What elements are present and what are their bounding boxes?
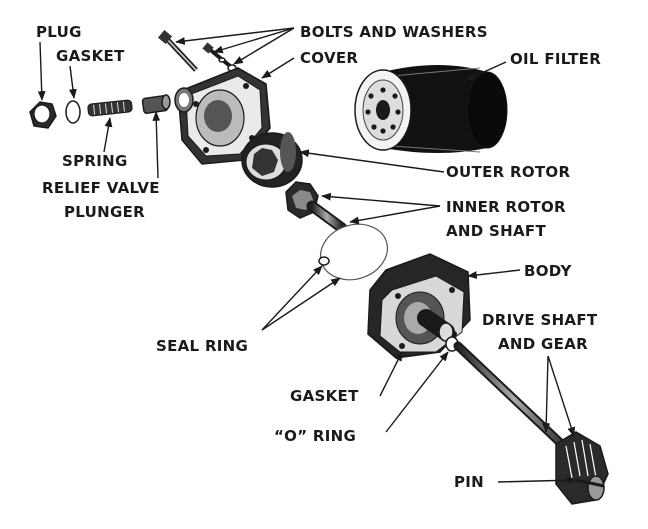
label-gasket-top: GASKET (56, 47, 125, 65)
seal-ring-small-part (318, 256, 330, 266)
leader-bolts-2 (213, 27, 295, 54)
leader-seal-ring-2 (261, 277, 341, 331)
body-part (367, 253, 471, 359)
drive-shaft-and-gear-part (453, 341, 609, 505)
cover-part (174, 67, 271, 165)
leader-plug (37, 41, 46, 101)
label-and-gear: AND GEAR (498, 335, 588, 353)
label-outer-rotor: OUTER ROTOR (446, 163, 570, 181)
leader-o-ring (385, 351, 449, 433)
plug-part (29, 101, 57, 129)
label-o-ring: “O” RING (274, 427, 356, 445)
label-body: BODY (524, 262, 572, 280)
label-inner-rotor: INNER ROTOR (446, 198, 566, 216)
label-pin: PIN (454, 473, 484, 491)
bolts-and-washers-part (157, 29, 237, 72)
gasket-top-part (65, 100, 81, 124)
leader-pin (497, 476, 577, 485)
oil-filter-part (354, 65, 508, 153)
leader-bolts-3 (233, 27, 295, 65)
label-and-shaft: AND SHAFT (446, 222, 546, 240)
relief-valve-plunger-part (141, 94, 171, 114)
label-spring: SPRING (62, 152, 128, 170)
label-oil-filter: OIL FILTER (510, 50, 601, 68)
leader-cover (261, 57, 295, 79)
leader-outer-rotor (299, 149, 445, 173)
leader-drive-shaft-2 (547, 355, 576, 437)
label-drive-shaft: DRIVE SHAFT (482, 311, 598, 329)
label-cover: COVER (300, 49, 358, 67)
leader-oil-filter (465, 61, 507, 81)
leader-spring (103, 117, 113, 153)
label-gasket-bottom: GASKET (290, 387, 359, 405)
leader-inner-rotor-1 (321, 192, 441, 207)
label-plug: PLUG (36, 23, 82, 41)
leader-inner-rotor-2 (349, 205, 441, 225)
label-bolts-and-washers: BOLTS AND WASHERS (300, 23, 488, 41)
label-relief-valve: RELIEF VALVE (42, 179, 160, 197)
label-seal-ring: SEAL RING (156, 337, 248, 355)
labels: PLUG GASKET SPRING RELIEF VALVE PLUNGER … (36, 23, 601, 491)
leader-drive-shaft-1 (542, 355, 551, 433)
leader-seal-ring-1 (261, 265, 323, 331)
inner-rotor-and-shaft-part (285, 181, 348, 234)
leader-gasket-top (69, 65, 77, 99)
leader-lines (37, 27, 577, 485)
spring-part (87, 99, 133, 117)
leader-relief-valve (152, 111, 161, 179)
leader-bolts-1 (175, 27, 295, 45)
leader-gasket-bottom (379, 351, 403, 397)
outer-rotor-part (241, 132, 303, 188)
label-plunger: PLUNGER (64, 203, 145, 221)
leader-body (467, 269, 521, 279)
